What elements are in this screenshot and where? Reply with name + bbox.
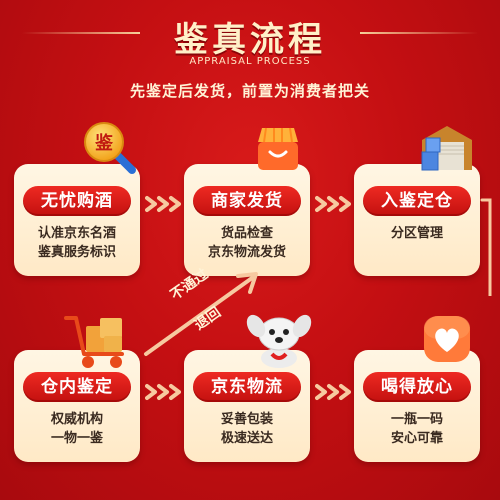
step-label: 无忧购酒 [23, 186, 131, 216]
step-label: 仓内鉴定 [23, 372, 131, 402]
step-label: 京东物流 [193, 372, 301, 402]
reject-arrow [144, 272, 258, 356]
step-desc-line: 安心可靠 [390, 431, 443, 446]
page-subtitle-en: APPRAISAL PROCESS [189, 56, 311, 67]
page-title: 鉴真流程 [174, 20, 326, 60]
step-desc-line: 极速送达 [220, 431, 273, 446]
step-description: 货品检查 京东物流发货 [184, 224, 310, 262]
title-divider-left [22, 32, 140, 34]
step-description: 权威机构 一物一鉴 [14, 410, 140, 448]
step-card-buy: 无忧购酒 认准京东名酒 鉴真服务标识 [14, 164, 140, 276]
flow-arrow-5-6 [315, 384, 351, 400]
title-divider-right [360, 32, 478, 34]
step-desc-line: 权威机构 [50, 412, 103, 427]
step-description: 一瓶一码 安心可靠 [354, 410, 480, 448]
step-description: 妥善包装 极速送达 [184, 410, 310, 448]
shop-icon [258, 127, 298, 170]
step-desc-line: 京东物流发货 [207, 245, 286, 260]
warehouse-icon [421, 126, 472, 171]
step-desc-line: 认准京东名酒 [37, 226, 116, 241]
step-label: 商家发货 [193, 186, 301, 216]
step-desc-line: 鉴真服务标识 [37, 245, 116, 260]
step-description: 认准京东名酒 鉴真服务标识 [14, 224, 140, 262]
step-label: 入鉴定仓 [363, 186, 471, 216]
jd-dog-icon [246, 314, 312, 368]
flow-arrow-2-3 [315, 196, 351, 212]
step-card-reassured: 喝得放心 一瓶一码 安心可靠 [354, 350, 480, 462]
step-desc-line: 一物一鉴 [50, 431, 103, 446]
step-description: 分区管理 [354, 224, 480, 243]
step-card-appraisal: 仓内鉴定 权威机构 一物一鉴 [14, 350, 140, 462]
step-card-warehouse: 入鉴定仓 分区管理 [354, 164, 480, 276]
magnifier-icon: 鉴 [84, 122, 136, 174]
step-desc-line: 一瓶一码 [390, 412, 443, 427]
step-card-logistics: 京东物流 妥善包装 极速送达 [184, 350, 310, 462]
step-label: 喝得放心 [363, 372, 471, 402]
flow-arrow-1-2 [145, 196, 181, 212]
step-desc-line: 货品检查 [220, 226, 273, 241]
handcart-icon [64, 316, 124, 368]
step-desc-line: 妥善包装 [220, 412, 273, 427]
flow-arrow-4-5 [145, 384, 181, 400]
step-desc-line: 分区管理 [390, 226, 443, 241]
page-tagline: 先鉴定后发货，前置为消费者把关 [129, 82, 370, 100]
step-card-ship: 商家发货 货品检查 京东物流发货 [184, 164, 310, 276]
magnifier-icon-text: 鉴 [94, 132, 114, 154]
heart-icon [424, 316, 470, 362]
